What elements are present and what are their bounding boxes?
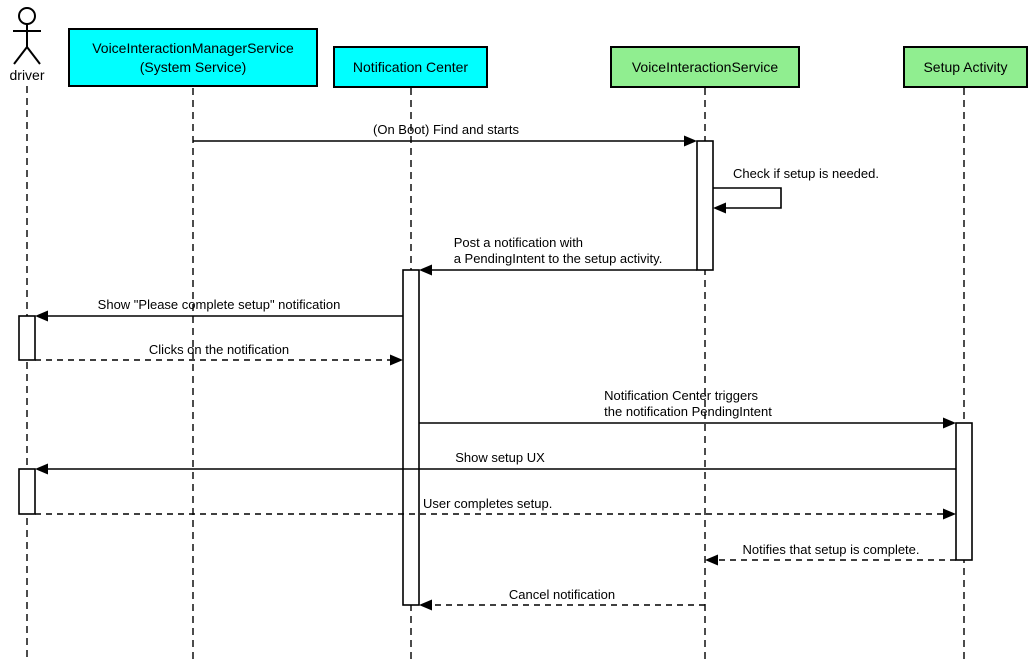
activation-driver-2 <box>18 468 36 515</box>
activation-setup-activity <box>955 422 973 561</box>
arrow-notifies-setup-complete <box>705 554 956 566</box>
participant-voice-interaction-manager-service: VoiceInteractionManagerService (System S… <box>68 28 318 87</box>
activation-driver-1 <box>18 315 36 361</box>
message-label-clicks-on-notification: Clicks on the notification <box>148 342 290 357</box>
arrow-post-notification <box>419 264 697 276</box>
message-label-on-boot-find-and-starts: (On Boot) Find and starts <box>373 122 519 137</box>
participant-label-line: (System Service) <box>139 58 247 75</box>
arrow-clicks-on-notification <box>35 354 403 366</box>
arrow-user-completes-setup <box>35 508 956 520</box>
participant-label-line: Notification Center <box>352 58 469 75</box>
participant-notification-center: Notification Center <box>333 46 488 88</box>
arrow-on-boot-find-and-starts <box>193 135 697 147</box>
arrow-check-if-setup-needed <box>713 187 782 214</box>
arrow-show-setup-ux <box>35 463 956 475</box>
message-label-user-completes-setup: User completes setup. <box>423 496 553 511</box>
actor-icon <box>13 7 41 65</box>
message-label-post-notification: Post a notification with a PendingIntent… <box>453 235 663 266</box>
message-label-notifies-setup-complete: Notifies that setup is complete. <box>742 542 920 557</box>
participant-label-line: Setup Activity <box>923 58 1008 75</box>
activation-voice-interaction-service <box>696 140 714 271</box>
message-label-trigger-pending-intent: Notification Center triggers the notific… <box>604 388 772 419</box>
participant-label-line: VoiceInteractionManagerService <box>92 40 294 57</box>
activation-notification-center <box>402 269 420 606</box>
participant-setup-activity: Setup Activity <box>903 46 1028 88</box>
message-label-show-setup-notification: Show "Please complete setup" notificatio… <box>97 297 341 312</box>
arrow-trigger-pending-intent <box>419 417 956 429</box>
arrow-cancel-notification <box>419 599 705 611</box>
arrow-show-setup-notification <box>35 310 403 322</box>
message-label-cancel-notification: Cancel notification <box>508 587 616 602</box>
activation-bars <box>18 140 973 606</box>
message-arrows <box>35 135 956 611</box>
actor-label: driver <box>9 67 45 83</box>
message-label-show-setup-ux: Show setup UX <box>455 450 545 465</box>
participant-voice-interaction-service: VoiceInteractionService <box>610 46 800 88</box>
participant-label-line: VoiceInteractionService <box>631 58 779 75</box>
message-label-check-if-setup-needed: Check if setup is needed. <box>733 166 879 181</box>
